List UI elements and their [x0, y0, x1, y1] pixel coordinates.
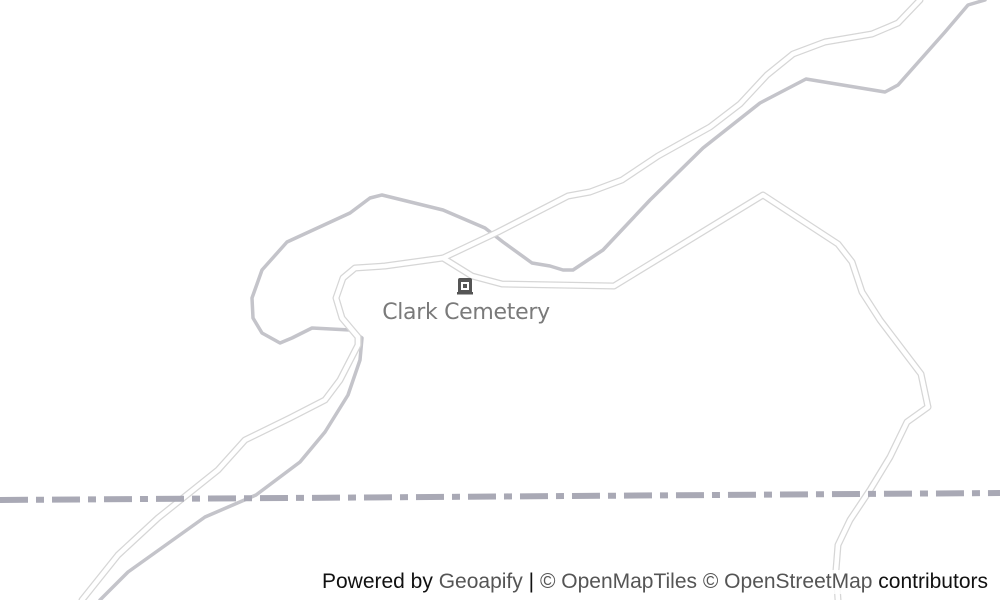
openmaptiles-link[interactable]: © OpenMapTiles: [539, 570, 698, 593]
poi-label-clark-cemetery[interactable]: Clark Cemetery: [382, 300, 550, 325]
roads-fill: [79, 0, 931, 600]
road-northeast[interactable]: [79, 0, 923, 600]
map-attribution: Powered by Geoapify | © OpenMapTiles © O…: [319, 570, 990, 594]
openstreetmap-link[interactable]: © OpenStreetMap: [702, 570, 873, 593]
cemetery-icon[interactable]: [457, 278, 473, 295]
stream-lines: [98, 0, 987, 600]
attribution-separator: |: [528, 570, 535, 593]
administrative-boundary: [0, 490, 1000, 503]
road-east-casing: [439, 191, 932, 600]
attribution-prefix: Powered by: [321, 570, 433, 593]
attribution-suffix: contributors: [878, 570, 988, 593]
geoapify-link[interactable]: Geoapify: [438, 570, 523, 593]
stream-main: [98, 0, 987, 600]
road-east[interactable]: [440, 192, 931, 600]
